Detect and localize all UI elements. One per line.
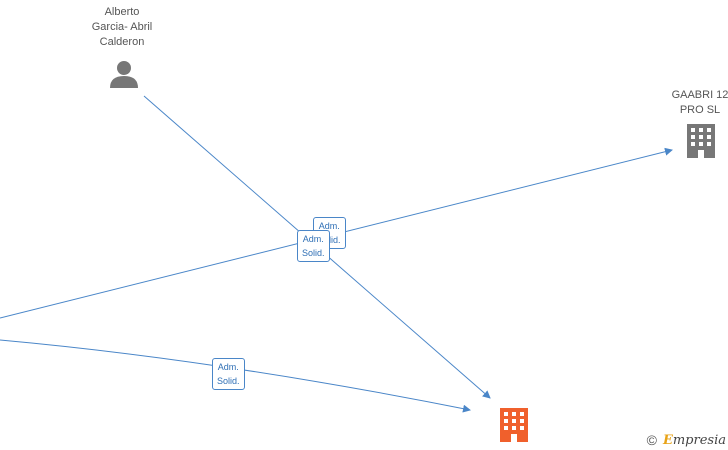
- edge-label-admin-3: Adm. Solid.: [212, 358, 245, 390]
- company-top-label[interactable]: GAABRI 12 PRO SL: [671, 89, 728, 116]
- person-icon[interactable]: [110, 61, 138, 88]
- copyright-icon: ©: [646, 432, 657, 448]
- building-icon[interactable]: [687, 124, 715, 158]
- empresia-watermark: © Empresia: [647, 432, 726, 448]
- edge-label-admin-2: Adm. Solid.: [297, 230, 330, 262]
- brand-logo: Empresia: [662, 432, 726, 448]
- building-icon-highlighted[interactable]: [500, 408, 528, 442]
- person-label[interactable]: Alberto Garcia- Abril Calderon: [91, 6, 153, 48]
